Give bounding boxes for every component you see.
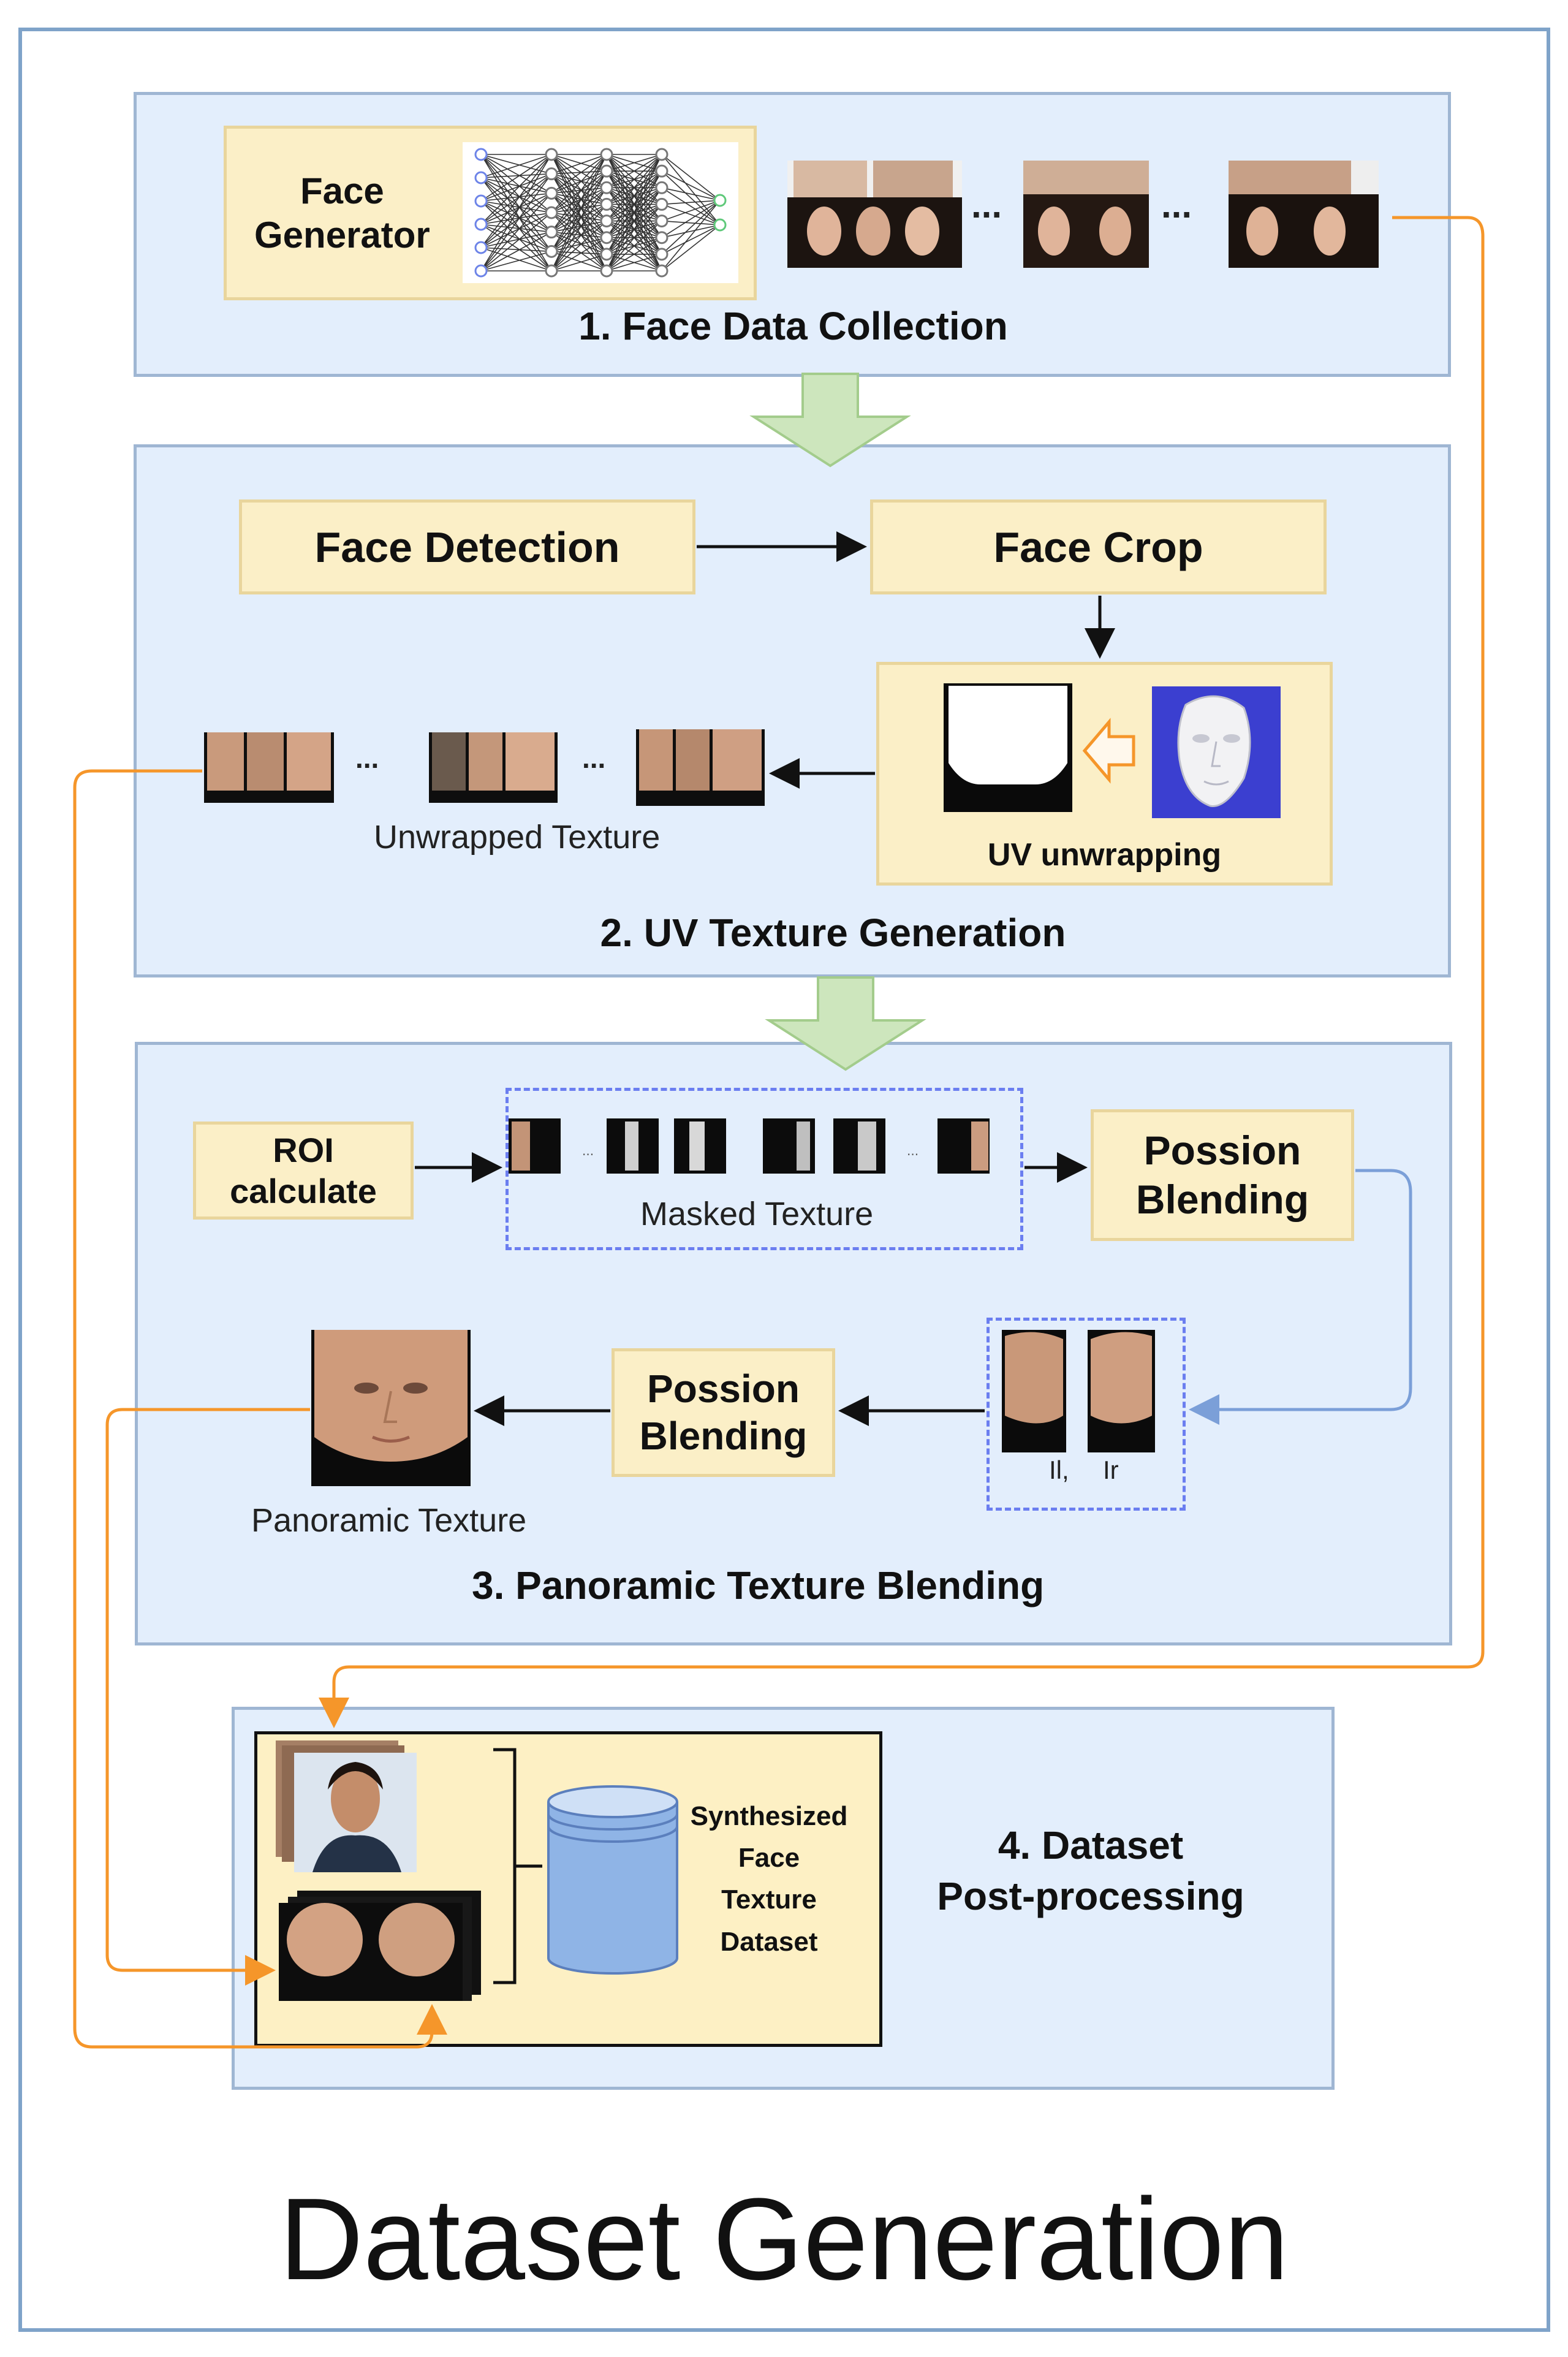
dataset-bracket xyxy=(493,1748,542,1984)
stage2-title: 2. UV Texture Generation xyxy=(600,911,1066,955)
unwrapped-texture-group-1 xyxy=(204,732,334,803)
dataset-label: Synthesized Face Texture Dataset xyxy=(690,1801,848,1957)
masked-texture-group xyxy=(506,1088,1023,1250)
ellipsis-stage1-a: ... xyxy=(971,184,1002,226)
panoramic-texture-label: Panoramic Texture xyxy=(251,1502,527,1539)
uv-mask-icon xyxy=(944,683,1072,812)
face-image-group-2 xyxy=(1023,161,1149,268)
ellipsis-stage1-b: ... xyxy=(1161,184,1192,226)
masked-texture-strip: ... ... xyxy=(509,1118,993,1174)
ellipsis-stage2-a: ... xyxy=(355,742,379,774)
roi-calculate-box: ROI calculate xyxy=(193,1122,414,1220)
uv-unwrapping-label: UV unwrapping xyxy=(987,837,1222,873)
roi-calculate-label: ROI calculate xyxy=(230,1130,377,1210)
orange-unwrapped-to-dataset xyxy=(73,769,447,2049)
stage1-title: 1. Face Data Collection xyxy=(578,304,1008,348)
unwrapped-texture-group-2 xyxy=(429,732,558,803)
face-image-group-3 xyxy=(1229,161,1379,268)
green-down-arrow-2 xyxy=(765,976,926,1071)
orange-faces-to-dataset xyxy=(319,216,1485,1728)
portrait-stack-image xyxy=(276,1740,417,1872)
face-crop-box: Face Crop xyxy=(870,499,1327,594)
possion-blending-top-label: Possion Blending xyxy=(1135,1128,1309,1222)
face-detection-box: Face Detection xyxy=(239,499,695,594)
svg-text:...: ... xyxy=(582,1144,594,1158)
face-generator-label: Face Generator xyxy=(254,170,430,256)
unwrapped-texture-label: Unwrapped Texture xyxy=(374,819,661,856)
possion-blending-top-box: Possion Blending xyxy=(1091,1109,1354,1241)
stage3-title: 3. Panoramic Texture Blending xyxy=(472,1563,1045,1607)
outer-frame xyxy=(18,28,1550,2332)
footer-title: Dataset Generation xyxy=(279,2174,1289,2304)
orange-panoramic-to-dataset xyxy=(105,1408,310,1986)
masked-texture-label: Masked Texture xyxy=(640,1196,874,1232)
stage4-title: 4. Dataset Post-processing xyxy=(937,1823,1244,1919)
il-face-image xyxy=(1002,1330,1066,1452)
texture-stack-image xyxy=(279,1891,487,2007)
possion-blending-bottom-box: Possion Blending xyxy=(612,1348,835,1477)
face-image-group-1 xyxy=(787,161,962,268)
green-down-arrow-1 xyxy=(749,373,911,468)
face-crop-label: Face Crop xyxy=(993,523,1203,571)
face-detection-label: Face Detection xyxy=(314,523,620,571)
ellipsis-stage2-b: ... xyxy=(582,742,606,774)
panoramic-texture-image xyxy=(311,1330,471,1486)
il-ir-group xyxy=(987,1318,1186,1511)
3d-face-model-icon xyxy=(1152,686,1281,818)
blue-blending-to-ilir xyxy=(1189,1169,1412,1425)
ir-face-image xyxy=(1088,1330,1155,1452)
neural-network-icon xyxy=(463,142,738,283)
unwrapped-texture-group-3 xyxy=(636,729,765,806)
possion-blending-bottom-label: Possion Blending xyxy=(639,1367,808,1458)
svg-text:...: ... xyxy=(907,1144,918,1158)
il-label: Il, xyxy=(1049,1456,1069,1484)
database-cylinder-icon xyxy=(545,1783,680,1976)
ir-label: Ir xyxy=(1103,1456,1119,1484)
hollow-arrow-left-icon xyxy=(1081,717,1137,784)
